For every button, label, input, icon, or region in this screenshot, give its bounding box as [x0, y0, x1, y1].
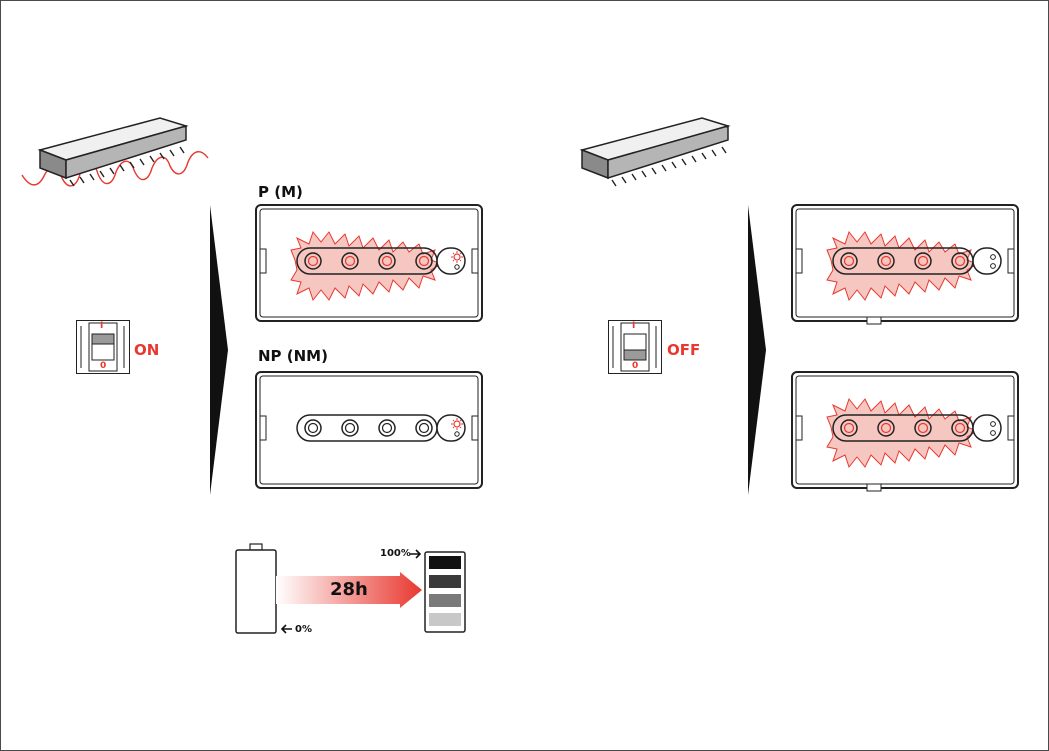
switch-off-top-mark: I	[632, 321, 636, 331]
full-charge-label: 100%	[380, 548, 411, 559]
switch-off-bottom-mark: 0	[632, 361, 639, 371]
transition-arrow-left	[210, 205, 228, 495]
state-label-on: ON	[134, 341, 160, 359]
device-label-p: P (M)	[258, 183, 303, 201]
switch-on-top-mark: I	[100, 321, 104, 331]
light-fixture-off-icon	[579, 117, 731, 187]
power-switch-on-icon	[76, 320, 130, 374]
charge-duration-label: 28h	[330, 579, 368, 600]
device-p-illuminated	[255, 204, 483, 322]
state-label-off: OFF	[667, 341, 701, 359]
device-label-np: NP (NM)	[258, 347, 328, 365]
power-switch-off-icon	[608, 320, 662, 374]
device-np-dark	[255, 371, 483, 489]
battery-full-icon	[424, 551, 466, 633]
charge-time-arrow	[276, 572, 422, 608]
switch-on-bottom-mark: 0	[100, 361, 107, 371]
device-np-emergency	[791, 371, 1019, 492]
arrow-left-icon	[280, 624, 292, 634]
arrow-right-icon	[410, 549, 422, 559]
device-p-emergency	[791, 204, 1019, 325]
empty-charge-label: 0%	[295, 624, 312, 635]
transition-arrow-right	[748, 205, 766, 495]
battery-empty-icon	[235, 543, 277, 634]
light-fixture-on-icon	[21, 117, 209, 187]
